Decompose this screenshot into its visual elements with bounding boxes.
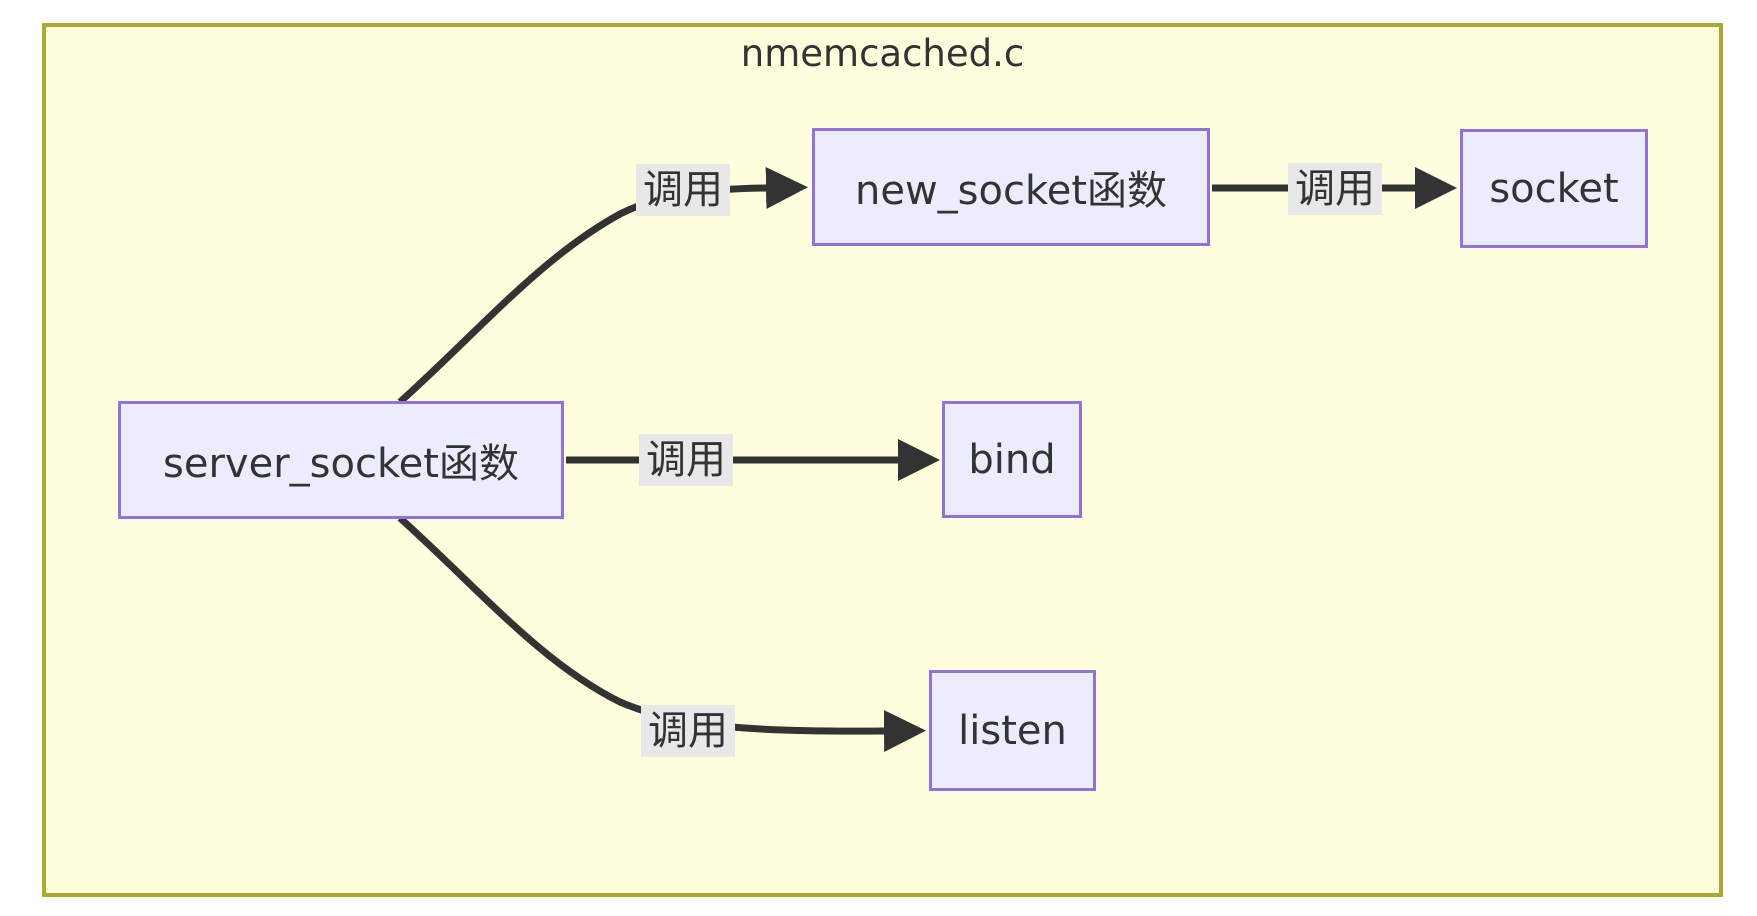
- node-socket: socket: [1460, 129, 1648, 248]
- node-listen: listen: [929, 670, 1096, 791]
- node-new-socket: new_socket函数: [812, 128, 1210, 246]
- edge-label-call-newsocket: 调用: [636, 164, 730, 216]
- edge-label-call-listen: 调用: [641, 705, 735, 757]
- node-server-socket: server_socket函数: [118, 401, 564, 519]
- edge-label-call-socket: 调用: [1288, 163, 1382, 215]
- edge-label-call-bind: 调用: [639, 434, 733, 486]
- cluster-title: nmemcached.c: [740, 32, 1025, 75]
- node-bind: bind: [942, 401, 1082, 518]
